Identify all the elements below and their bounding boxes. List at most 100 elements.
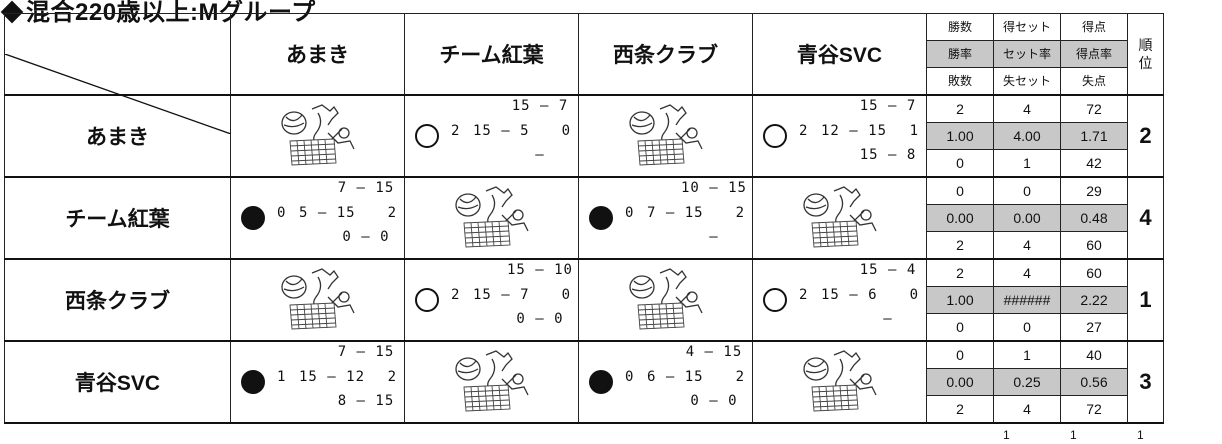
sets-won: 2 <box>799 287 808 303</box>
stat-pt-rate: 0.48 <box>1061 205 1127 232</box>
sets-lost: 2 <box>735 369 744 385</box>
sets-won: 1 <box>277 369 286 385</box>
set1-score: 15 — 10 <box>506 262 573 278</box>
match-cell <box>404 340 579 424</box>
stat-losses: 0 <box>956 155 964 171</box>
row-header-team: 青谷SVC <box>4 340 231 424</box>
loss-dot-icon <box>241 206 265 230</box>
volleyball-mascot-icon <box>628 268 703 330</box>
match-cell <box>578 94 753 178</box>
stat-sets-lost: 1 <box>1023 155 1031 171</box>
stat-set-rate: ###### <box>994 287 1060 314</box>
volleyball-mascot-icon <box>454 186 529 248</box>
set3-score: 8 — 15 <box>337 393 395 409</box>
sets-won: 0 <box>625 369 634 385</box>
stat-pts-won: 72 <box>1061 96 1127 123</box>
sets-won: 2 <box>451 287 460 303</box>
sets-won: 2 <box>799 123 808 139</box>
stat-sets-won: 1 <box>994 342 1060 369</box>
set2-score: 15 — 7 <box>473 287 530 303</box>
volleyball-mascot-icon <box>802 186 877 248</box>
stat-win-rate: 1.00 <box>927 287 993 314</box>
row-header-team: 西条クラブ <box>4 258 231 342</box>
set1-score: 7 — 15 <box>337 180 395 196</box>
stat-sets-won: 0 <box>994 178 1060 205</box>
set2-score: 15 — 12 <box>299 369 366 385</box>
stat-pts-lost: 60 <box>1086 237 1102 253</box>
set2-score: 15 — 6 <box>821 287 878 303</box>
match-cell <box>752 340 927 424</box>
stat-pt-rate: 0.56 <box>1061 369 1127 396</box>
stat-header-wins: 敗数 <box>947 74 972 88</box>
volleyball-mascot-icon <box>628 104 703 166</box>
match-cell <box>578 258 753 342</box>
stat-set-rate: 4.00 <box>994 123 1060 150</box>
footer-mark: 1 <box>1003 428 1010 442</box>
loss-dot-icon <box>589 206 613 230</box>
column-header-team: チーム紅葉 <box>404 13 579 96</box>
set1-score: 10 — 15 <box>680 180 747 196</box>
stat-header-points: 失点 <box>1081 74 1106 88</box>
footer-mark: 1 <box>1137 428 1144 442</box>
loss-dot-icon <box>589 370 613 394</box>
sets-lost: 2 <box>387 205 396 221</box>
sets-lost: 0 <box>561 287 570 303</box>
set2-score: 6 — 15 <box>647 369 704 385</box>
sets-won: 2 <box>451 123 460 139</box>
rank-header-label: 順位 <box>1138 37 1153 71</box>
loss-dot-icon <box>241 370 265 394</box>
set3-score: 0 — 0 <box>342 229 390 245</box>
rank-header: 順位 <box>1127 13 1164 96</box>
stat-header-points: 得点率 <box>1061 41 1127 68</box>
sets-won: 0 <box>277 205 286 221</box>
stat-losses: 2 <box>956 401 964 417</box>
stat-losses: 2 <box>956 237 964 253</box>
set1-score: 15 — 7 <box>511 98 569 114</box>
diagonal-line <box>5 54 231 134</box>
stat-sets-lost: 0 <box>1023 319 1031 335</box>
rank-value: 1 <box>1127 258 1164 342</box>
stat-win-rate: 0.00 <box>927 205 993 232</box>
match-cell <box>230 258 405 342</box>
stat-pt-rate: 1.71 <box>1061 123 1127 150</box>
rank-value: 3 <box>1127 340 1164 424</box>
stat-header-sets: セット率 <box>994 41 1060 68</box>
set3-score: 0 — 0 <box>690 393 738 409</box>
set3-score: — <box>709 229 719 245</box>
stat-win-rate: 0.00 <box>927 369 993 396</box>
stat-pts-lost: 72 <box>1086 401 1102 417</box>
set2-score: 15 — 5 <box>473 123 530 139</box>
sets-won: 0 <box>625 205 634 221</box>
stat-pts-lost: 27 <box>1086 319 1102 335</box>
win-circle-icon <box>763 124 787 148</box>
sets-lost: 2 <box>387 369 396 385</box>
footer-mark: 1 <box>1070 428 1077 442</box>
set2-score: 12 — 15 <box>821 123 888 139</box>
stat-sets-lost: 4 <box>1023 401 1031 417</box>
stat-wins: 0 <box>927 342 993 369</box>
stat-header-wins: 勝率 <box>927 41 993 68</box>
column-header-team: 青谷SVC <box>752 13 927 96</box>
rank-value: 2 <box>1127 94 1164 178</box>
stat-win-rate: 1.00 <box>927 123 993 150</box>
stat-sets-won: 4 <box>994 260 1060 287</box>
set3-score: 0 — 0 <box>516 311 564 327</box>
stat-header-sets: 得セット <box>994 14 1060 41</box>
sets-lost: 1 <box>909 123 918 139</box>
stat-header-sets: 失セット <box>1002 74 1051 88</box>
stat-wins: 0 <box>927 178 993 205</box>
set3-score: 15 — 8 <box>859 147 917 163</box>
stat-set-rate: 0.25 <box>994 369 1060 396</box>
win-circle-icon <box>415 124 439 148</box>
volleyball-mascot-icon <box>280 268 355 330</box>
stat-sets-lost: 4 <box>1023 237 1031 253</box>
match-cell: 15 — 10 2 15 — 7 0 0 — 0 <box>404 258 579 342</box>
stat-pt-rate: 2.22 <box>1061 287 1127 314</box>
